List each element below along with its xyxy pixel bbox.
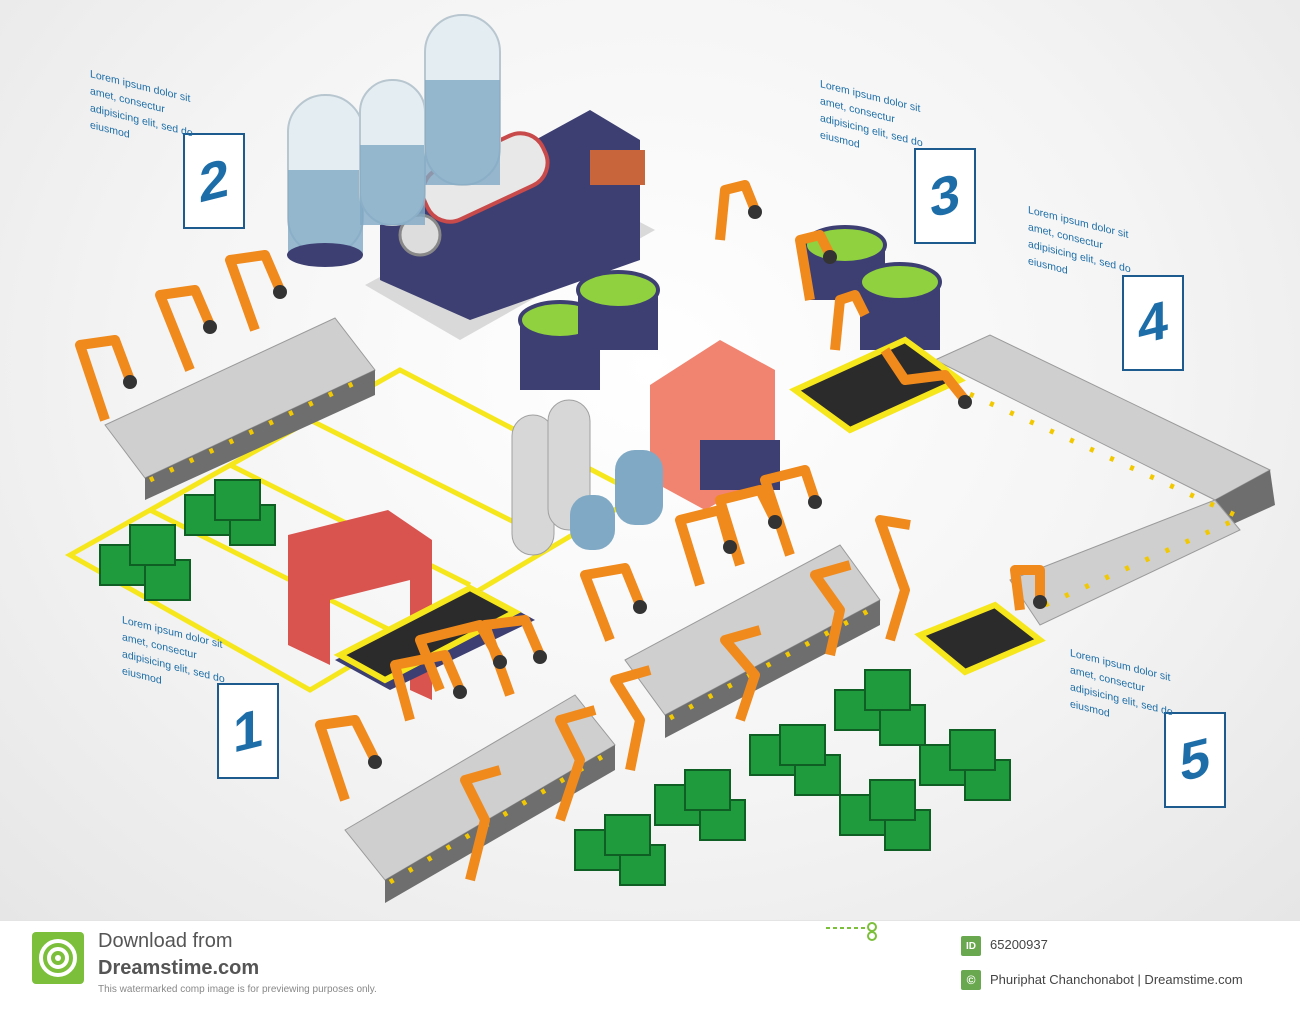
- conveyor-belt: [344, 694, 616, 903]
- chemical-barrel: [858, 262, 942, 350]
- copyright-icon: ©: [961, 970, 981, 990]
- scissors-icon: [826, 922, 877, 941]
- step-box-3: 3: [914, 148, 976, 244]
- storage-tank: [424, 14, 501, 186]
- robot-arm: [75, 180, 1045, 882]
- conveyor-belt: [104, 317, 376, 500]
- download-label: Download from: [98, 930, 233, 952]
- press-machine: [650, 340, 780, 510]
- step-box-4: 4: [1122, 275, 1184, 371]
- product-tray: [789, 336, 966, 434]
- chemical-barrel: [576, 270, 660, 350]
- storage-tank: [287, 94, 364, 267]
- step-box-5: 5: [1164, 712, 1226, 808]
- storage-tank: [359, 79, 426, 226]
- watermark-footer: [0, 920, 1300, 1010]
- step-box-2: 2: [183, 133, 245, 229]
- crate-stack: [99, 479, 1011, 886]
- factory-infographic: 1 2 3 4 5 Lorem ipsum dolor sit amet, co…: [0, 0, 1300, 920]
- conveyor-belt: [933, 334, 1275, 626]
- image-id: 65200937: [990, 937, 1048, 952]
- gas-cylinder: [511, 399, 663, 556]
- dreamstime-logo-icon: [32, 932, 84, 984]
- factory-illustration: [64, 14, 1275, 903]
- author-credit[interactable]: Phuriphat Chanchonabot | Dreamstime.com: [990, 972, 1243, 987]
- scanner-gate: [288, 510, 432, 700]
- site-name[interactable]: Dreamstime.com: [98, 957, 260, 979]
- step-box-1: 1: [217, 683, 279, 779]
- robot-gripper: [123, 205, 1047, 769]
- product-tray: [914, 601, 1046, 676]
- watermark-notice: This watermarked comp image is for previ…: [98, 984, 377, 995]
- id-badge-icon: ID: [961, 936, 981, 956]
